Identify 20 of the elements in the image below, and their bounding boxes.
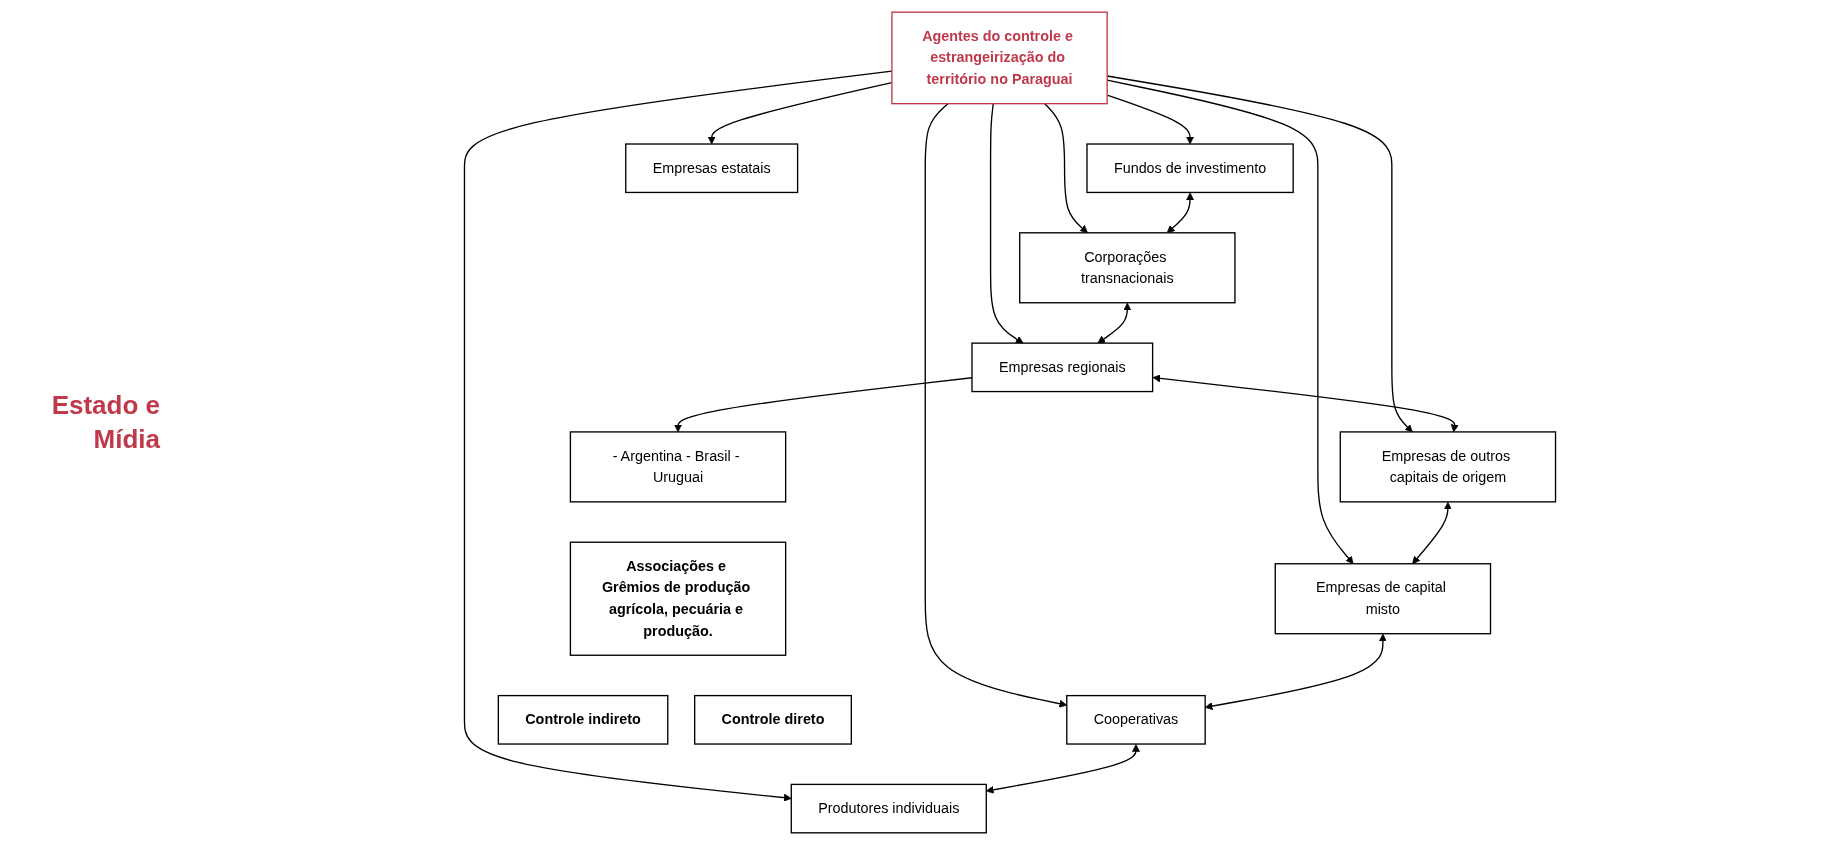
arrow	[989, 103, 1024, 344]
node-box: Empresas de capital misto	[1274, 563, 1492, 635]
node-box: Associações e Grêmios de produção agrícola, pecuária e produção.	[569, 541, 787, 656]
node-box: Fundos de investimento	[1086, 143, 1294, 194]
node-box: Controle direto	[694, 694, 852, 745]
arrow	[1044, 103, 1088, 234]
arrow	[1166, 192, 1194, 234]
node-box: Empresas regionais	[971, 342, 1154, 393]
side-label: Estado e Mídia	[50, 388, 160, 456]
node-box: Produtores individuais	[790, 783, 987, 834]
node-box: Empresas estatais	[625, 143, 799, 194]
node-box: Controle indireto	[497, 694, 669, 745]
arrow	[1412, 501, 1452, 565]
node-box: - Argentina - Brasil - Uruguai	[569, 431, 787, 503]
node-box: Agentes do controle e estrangeirização do território no Paraguai	[891, 11, 1108, 105]
node-box: Cooperativas	[1066, 694, 1206, 745]
arrow	[1097, 302, 1132, 344]
node-box: Corporações transnacionais	[1019, 232, 1236, 304]
arrow	[1152, 374, 1459, 433]
node-box: Empresas de outros capitais de origem	[1339, 431, 1557, 503]
